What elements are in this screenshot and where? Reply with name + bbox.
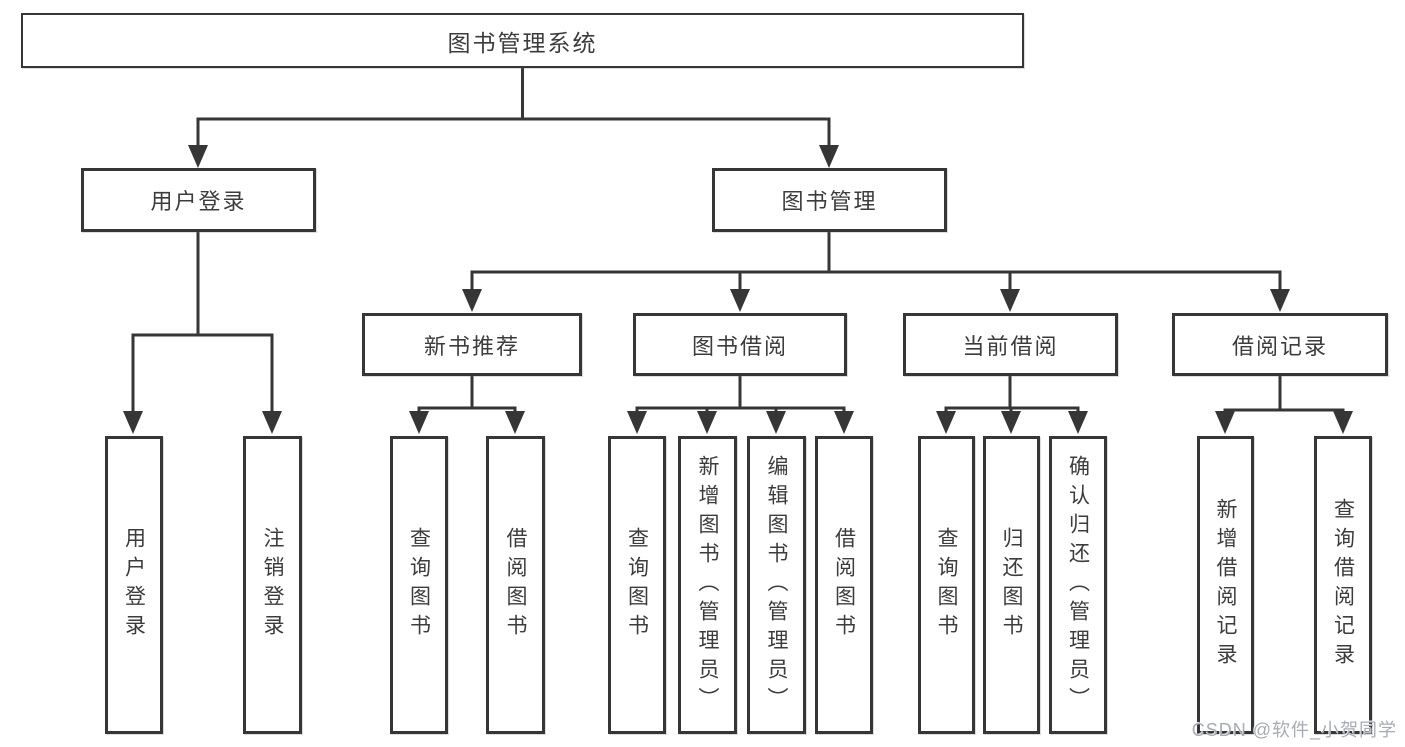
arrow-icon [697, 411, 717, 434]
edge-newbook-split [417, 374, 517, 415]
arrow-icon [1000, 289, 1020, 312]
arrow-icon [766, 411, 786, 434]
node-label: 借阅图书 [832, 527, 856, 643]
node-book-borrow: 图书借阅 [633, 313, 847, 376]
node-label: 归还图书 [1000, 527, 1023, 643]
leaf-user-login: 用户登录 [105, 436, 163, 734]
node-label: 借阅图书 [504, 527, 527, 643]
node-label: 当前借阅 [962, 333, 1059, 359]
leaf-add-borrow-record: 新增借阅记录 [1197, 436, 1254, 734]
arrow-icon [819, 145, 839, 168]
leaf-query-borrow-record: 查询借阅记录 [1314, 436, 1372, 734]
arrow-icon [936, 411, 956, 434]
node-book-management-branch: 图书管理 [712, 168, 947, 232]
arrow-icon [1270, 289, 1290, 312]
arrow-icon [834, 411, 854, 434]
arrow-icon [1068, 411, 1088, 434]
edge-bookmgmt-split [470, 230, 1282, 292]
arrow-icon [262, 411, 282, 434]
node-label: 图书借阅 [691, 333, 788, 359]
arrow-icon [730, 289, 750, 312]
node-label: 编辑图书（管理员） [765, 454, 788, 716]
node-label: 图书管理 [781, 189, 878, 214]
leaf-confirm-return-admin: 确认归还（管理员） [1049, 436, 1107, 734]
node-label: 新增借阅记录 [1214, 498, 1237, 672]
leaf-edit-books-admin: 编辑图书（管理员） [747, 436, 806, 734]
leaf-return-books: 归还图书 [983, 436, 1040, 734]
node-label: 新书推荐 [423, 333, 520, 359]
edge-userlogin-split [131, 230, 274, 415]
arrow-icon [462, 289, 482, 312]
edge-root-split [196, 66, 831, 149]
arrow-icon [1333, 411, 1353, 434]
arrow-icon [505, 411, 525, 434]
node-label: 查询图书 [407, 527, 431, 643]
edge-currentborrow-split [944, 374, 1080, 415]
node-label: 查询图书 [935, 527, 958, 643]
node-label: 查询图书 [625, 527, 649, 643]
arrow-icon [1001, 411, 1021, 434]
node-label: 用户登录 [150, 189, 247, 214]
arrow-icon [123, 411, 143, 434]
leaf-logout: 注销登录 [243, 436, 302, 734]
arrow-icon [409, 411, 429, 434]
arrow-icon [188, 145, 208, 168]
node-label: 用户登录 [122, 527, 146, 643]
arrow-icon [627, 411, 647, 434]
leaf-query-books-2: 查询图书 [608, 436, 666, 734]
node-label: 确认归还（管理员） [1066, 454, 1090, 716]
node-label: 注销登录 [261, 527, 284, 643]
node-new-book-recommend: 新书推荐 [362, 313, 582, 376]
node-label: 新增图书（管理员） [696, 454, 719, 716]
node-label: 图书管理系统 [447, 29, 598, 56]
edge-borrowrecords-split [1223, 374, 1345, 415]
leaf-query-books-1: 查询图书 [390, 436, 448, 734]
node-user-login-branch: 用户登录 [81, 168, 316, 232]
node-label: 借阅记录 [1231, 333, 1328, 359]
leaf-borrow-books-1: 借阅图书 [486, 436, 545, 734]
leaf-add-books-admin: 新增图书（管理员） [678, 436, 737, 734]
csdn-watermark: CSDN @软件_小贺同学 [1191, 720, 1397, 740]
leaf-query-books-3: 查询图书 [918, 436, 975, 734]
node-current-borrow: 当前借阅 [903, 313, 1118, 376]
node-borrow-records: 借阅记录 [1172, 313, 1388, 376]
edge-bookborrow-split [635, 374, 846, 415]
leaf-borrow-books-2: 借阅图书 [815, 436, 873, 734]
node-label: 查询借阅记录 [1331, 498, 1355, 672]
node-library-management-system: 图书管理系统 [21, 13, 1024, 68]
arrow-icon [1215, 411, 1235, 434]
